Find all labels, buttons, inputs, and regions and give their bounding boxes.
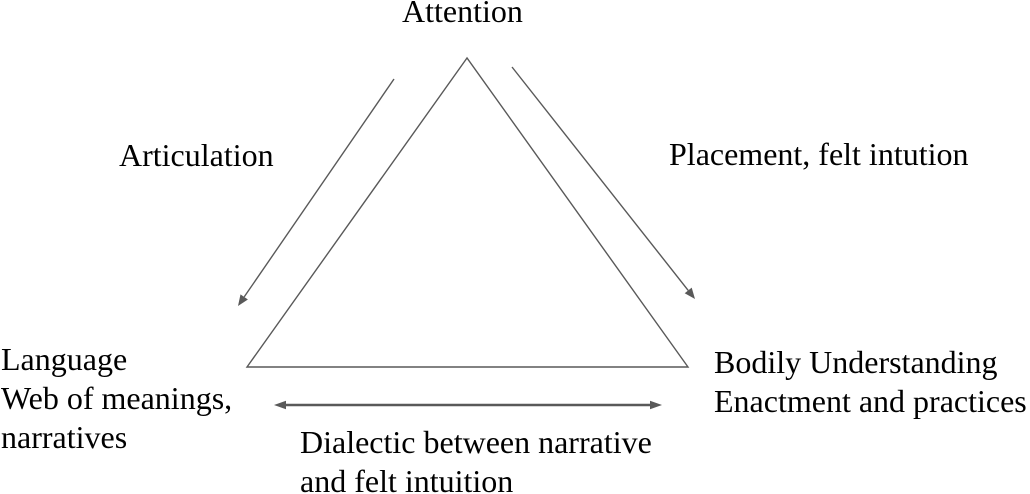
vertex-label-bodily-line2: Enactment and practices [714, 383, 1027, 419]
vertex-label-language-line3: narratives [1, 419, 128, 455]
vertex-label-bodily-line1: Bodily Understanding [714, 344, 998, 380]
bottom-right-arrowhead-icon [650, 400, 662, 410]
vertex-label-bodily-understanding: Bodily Understanding Enactment and pract… [714, 343, 1027, 421]
edge-label-placement: Placement, felt intution [669, 136, 969, 172]
edge-label-dialectic-line1: Dialectic between narrative [300, 424, 652, 460]
vertex-label-attention: Attention [402, 0, 523, 29]
left-side-arrow [238, 78, 395, 306]
vertex-label-language: Language Web of meanings, narratives [1, 340, 232, 457]
bottom-double-arrow [274, 400, 662, 410]
edge-label-dialectic: Dialectic between narrative and felt int… [300, 423, 652, 494]
bottom-left-arrowhead-icon [274, 400, 286, 410]
triangle [245, 56, 690, 368]
right-arrow-line [511, 66, 689, 291]
edge-label-dialectic-line2: and felt intuition [300, 463, 514, 494]
right-arrowhead-icon [684, 287, 695, 299]
vertex-label-language-line1: Language [1, 341, 128, 377]
vertex-label-language-line2: Web of meanings, [1, 380, 233, 416]
right-side-arrow [511, 66, 695, 299]
left-arrowhead-icon [238, 294, 248, 306]
left-arrow-line [243, 78, 395, 298]
edge-label-articulation: Articulation [119, 137, 274, 173]
